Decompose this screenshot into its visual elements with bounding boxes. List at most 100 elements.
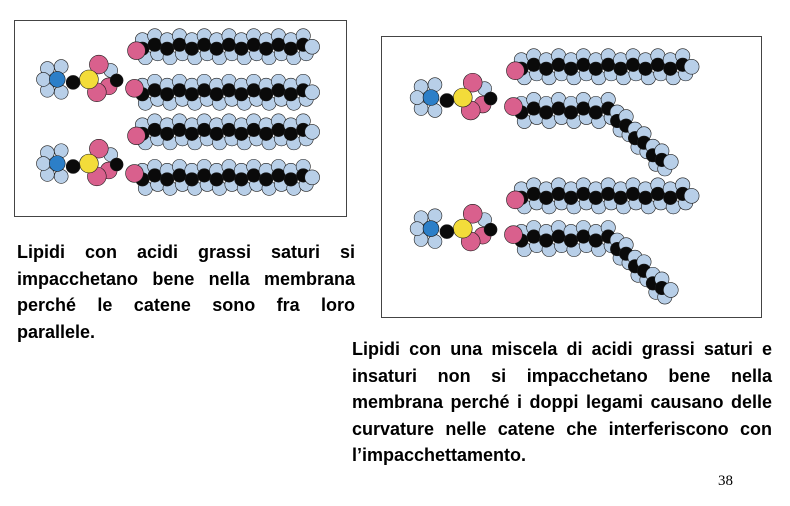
- carbon-atom: [246, 83, 261, 98]
- carbon-atom: [638, 190, 653, 205]
- carbon-atom: [588, 61, 603, 76]
- oxygen-atom: [125, 164, 144, 183]
- carbon-atom: [283, 41, 298, 56]
- saturated-lipids-model: [36, 28, 320, 196]
- hydrogen-atom: [304, 169, 320, 186]
- carbon-atom: [234, 172, 249, 187]
- carbon-atom: [147, 122, 162, 137]
- carbon-atom: [551, 57, 566, 72]
- hydrogen-atom: [409, 221, 425, 236]
- carbon-atom: [271, 122, 286, 137]
- hydrogen-atom: [36, 72, 51, 87]
- carbon-atom: [160, 172, 175, 187]
- carbon-atom: [283, 126, 298, 141]
- carbon-atom: [246, 122, 261, 137]
- nitrogen-atom: [49, 71, 66, 88]
- carbon-atom: [439, 224, 455, 239]
- carbon-atom: [539, 190, 554, 205]
- carbon-atom: [209, 172, 224, 187]
- carbon-atom: [526, 57, 541, 72]
- carbon-atom: [160, 126, 175, 141]
- carbon-atom: [483, 91, 498, 106]
- carbon-atom: [160, 87, 175, 102]
- carbon-atom: [246, 37, 261, 52]
- carbon-atom: [259, 126, 274, 141]
- oxygen-atom: [89, 54, 109, 75]
- carbon-atom: [259, 172, 274, 187]
- carbon-atom: [283, 87, 298, 102]
- carbon-atom: [650, 186, 665, 201]
- carbon-atom: [221, 122, 237, 137]
- hydrogen-atom: [304, 39, 320, 55]
- oxygen-atom: [462, 72, 483, 93]
- carbon-atom: [439, 93, 455, 108]
- oxygen-atom: [462, 204, 483, 224]
- oxygen-atom: [506, 190, 525, 210]
- carbon-atom: [601, 186, 616, 201]
- carbon-atom: [246, 168, 261, 183]
- carbon-atom: [526, 101, 541, 116]
- carbon-atom: [663, 61, 678, 76]
- carbon-atom: [221, 37, 237, 52]
- slide-number: 38: [718, 473, 733, 489]
- carbon-atom: [271, 168, 286, 183]
- carbon-atom: [259, 41, 274, 56]
- carbon-atom: [551, 186, 566, 201]
- hydrogen-atom: [409, 90, 425, 105]
- phosphorus-atom: [453, 87, 473, 108]
- carbon-atom: [172, 122, 187, 137]
- carbon-atom: [271, 83, 286, 98]
- carbon-atom: [234, 126, 249, 141]
- carbon-atom: [197, 83, 212, 98]
- carbon-atom: [576, 101, 591, 116]
- hydrogen-atom: [36, 156, 51, 171]
- carbon-atom: [563, 61, 579, 76]
- oxygen-atom: [89, 138, 109, 159]
- carbon-atom: [563, 190, 579, 205]
- carbon-atom: [613, 190, 628, 205]
- phosphorus-atom: [79, 69, 99, 90]
- carbon-atom: [184, 126, 199, 141]
- carbon-atom: [526, 186, 541, 201]
- carbon-atom: [147, 168, 162, 183]
- carbon-atom: [197, 168, 212, 183]
- carbon-atom: [483, 222, 498, 237]
- carbon-atom: [576, 229, 591, 244]
- carbon-atom: [588, 105, 603, 120]
- hydrogen-atom: [683, 188, 700, 204]
- mixed-lipids-caption: Lipidi con una miscela di acidi grassi s…: [352, 339, 772, 466]
- oxygen-atom: [127, 126, 146, 146]
- carbon-atom: [184, 41, 199, 56]
- hydrogen-atom: [304, 84, 320, 100]
- phosphorus-atom: [79, 153, 99, 174]
- oxygen-atom: [504, 97, 523, 116]
- carbon-atom: [109, 73, 124, 88]
- carbon-atom: [234, 87, 249, 102]
- carbon-atom: [271, 37, 286, 52]
- hydrogen-atom: [683, 59, 700, 75]
- hydrogen-atom: [304, 124, 320, 140]
- saturated-lipids-caption: Lipidi con acidi grassi saturi si impacc…: [17, 242, 355, 342]
- carbon-atom: [209, 126, 224, 141]
- saturated-lipids-figure: [14, 20, 347, 217]
- carbon-atom: [551, 101, 566, 116]
- carbon-atom: [650, 57, 665, 72]
- phosphorus-atom: [453, 218, 473, 239]
- carbon-atom: [588, 190, 603, 205]
- carbon-atom: [613, 61, 628, 76]
- carbon-atom: [576, 186, 591, 201]
- carbon-atom: [563, 105, 579, 120]
- carbon-atom: [147, 37, 162, 52]
- oxygen-atom: [506, 61, 525, 80]
- carbon-atom: [601, 57, 616, 72]
- carbon-atom: [626, 186, 641, 201]
- carbon-atom: [539, 105, 554, 120]
- mixed-lipids-model: [409, 48, 700, 305]
- carbon-atom: [147, 83, 162, 98]
- nitrogen-atom: [49, 155, 66, 172]
- carbon-atom: [638, 61, 653, 76]
- carbon-atom: [663, 190, 678, 205]
- carbon-atom: [221, 83, 237, 98]
- carbon-atom: [626, 57, 641, 72]
- carbon-atom: [526, 229, 541, 244]
